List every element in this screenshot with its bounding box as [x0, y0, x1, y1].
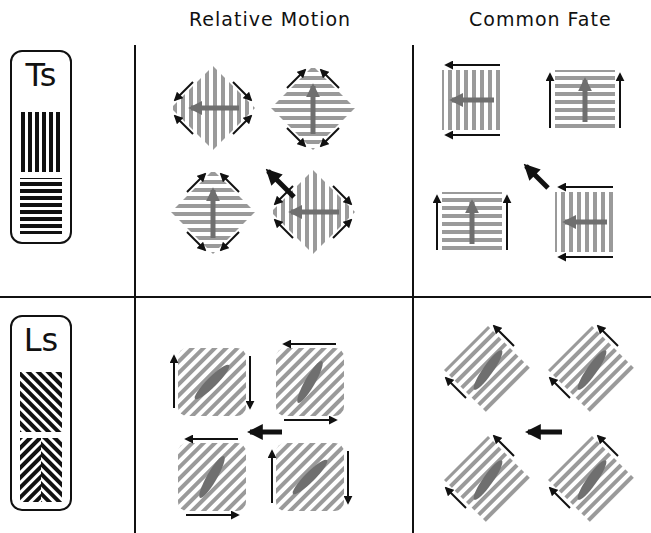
legend-box: Ls [10, 315, 72, 511]
legend-box: Ts [10, 50, 72, 244]
column-header: Relative Motion [189, 8, 351, 30]
column-header: Common Fate [469, 8, 612, 30]
box-title: Ls [24, 317, 59, 359]
box-title: Ts [26, 52, 57, 94]
